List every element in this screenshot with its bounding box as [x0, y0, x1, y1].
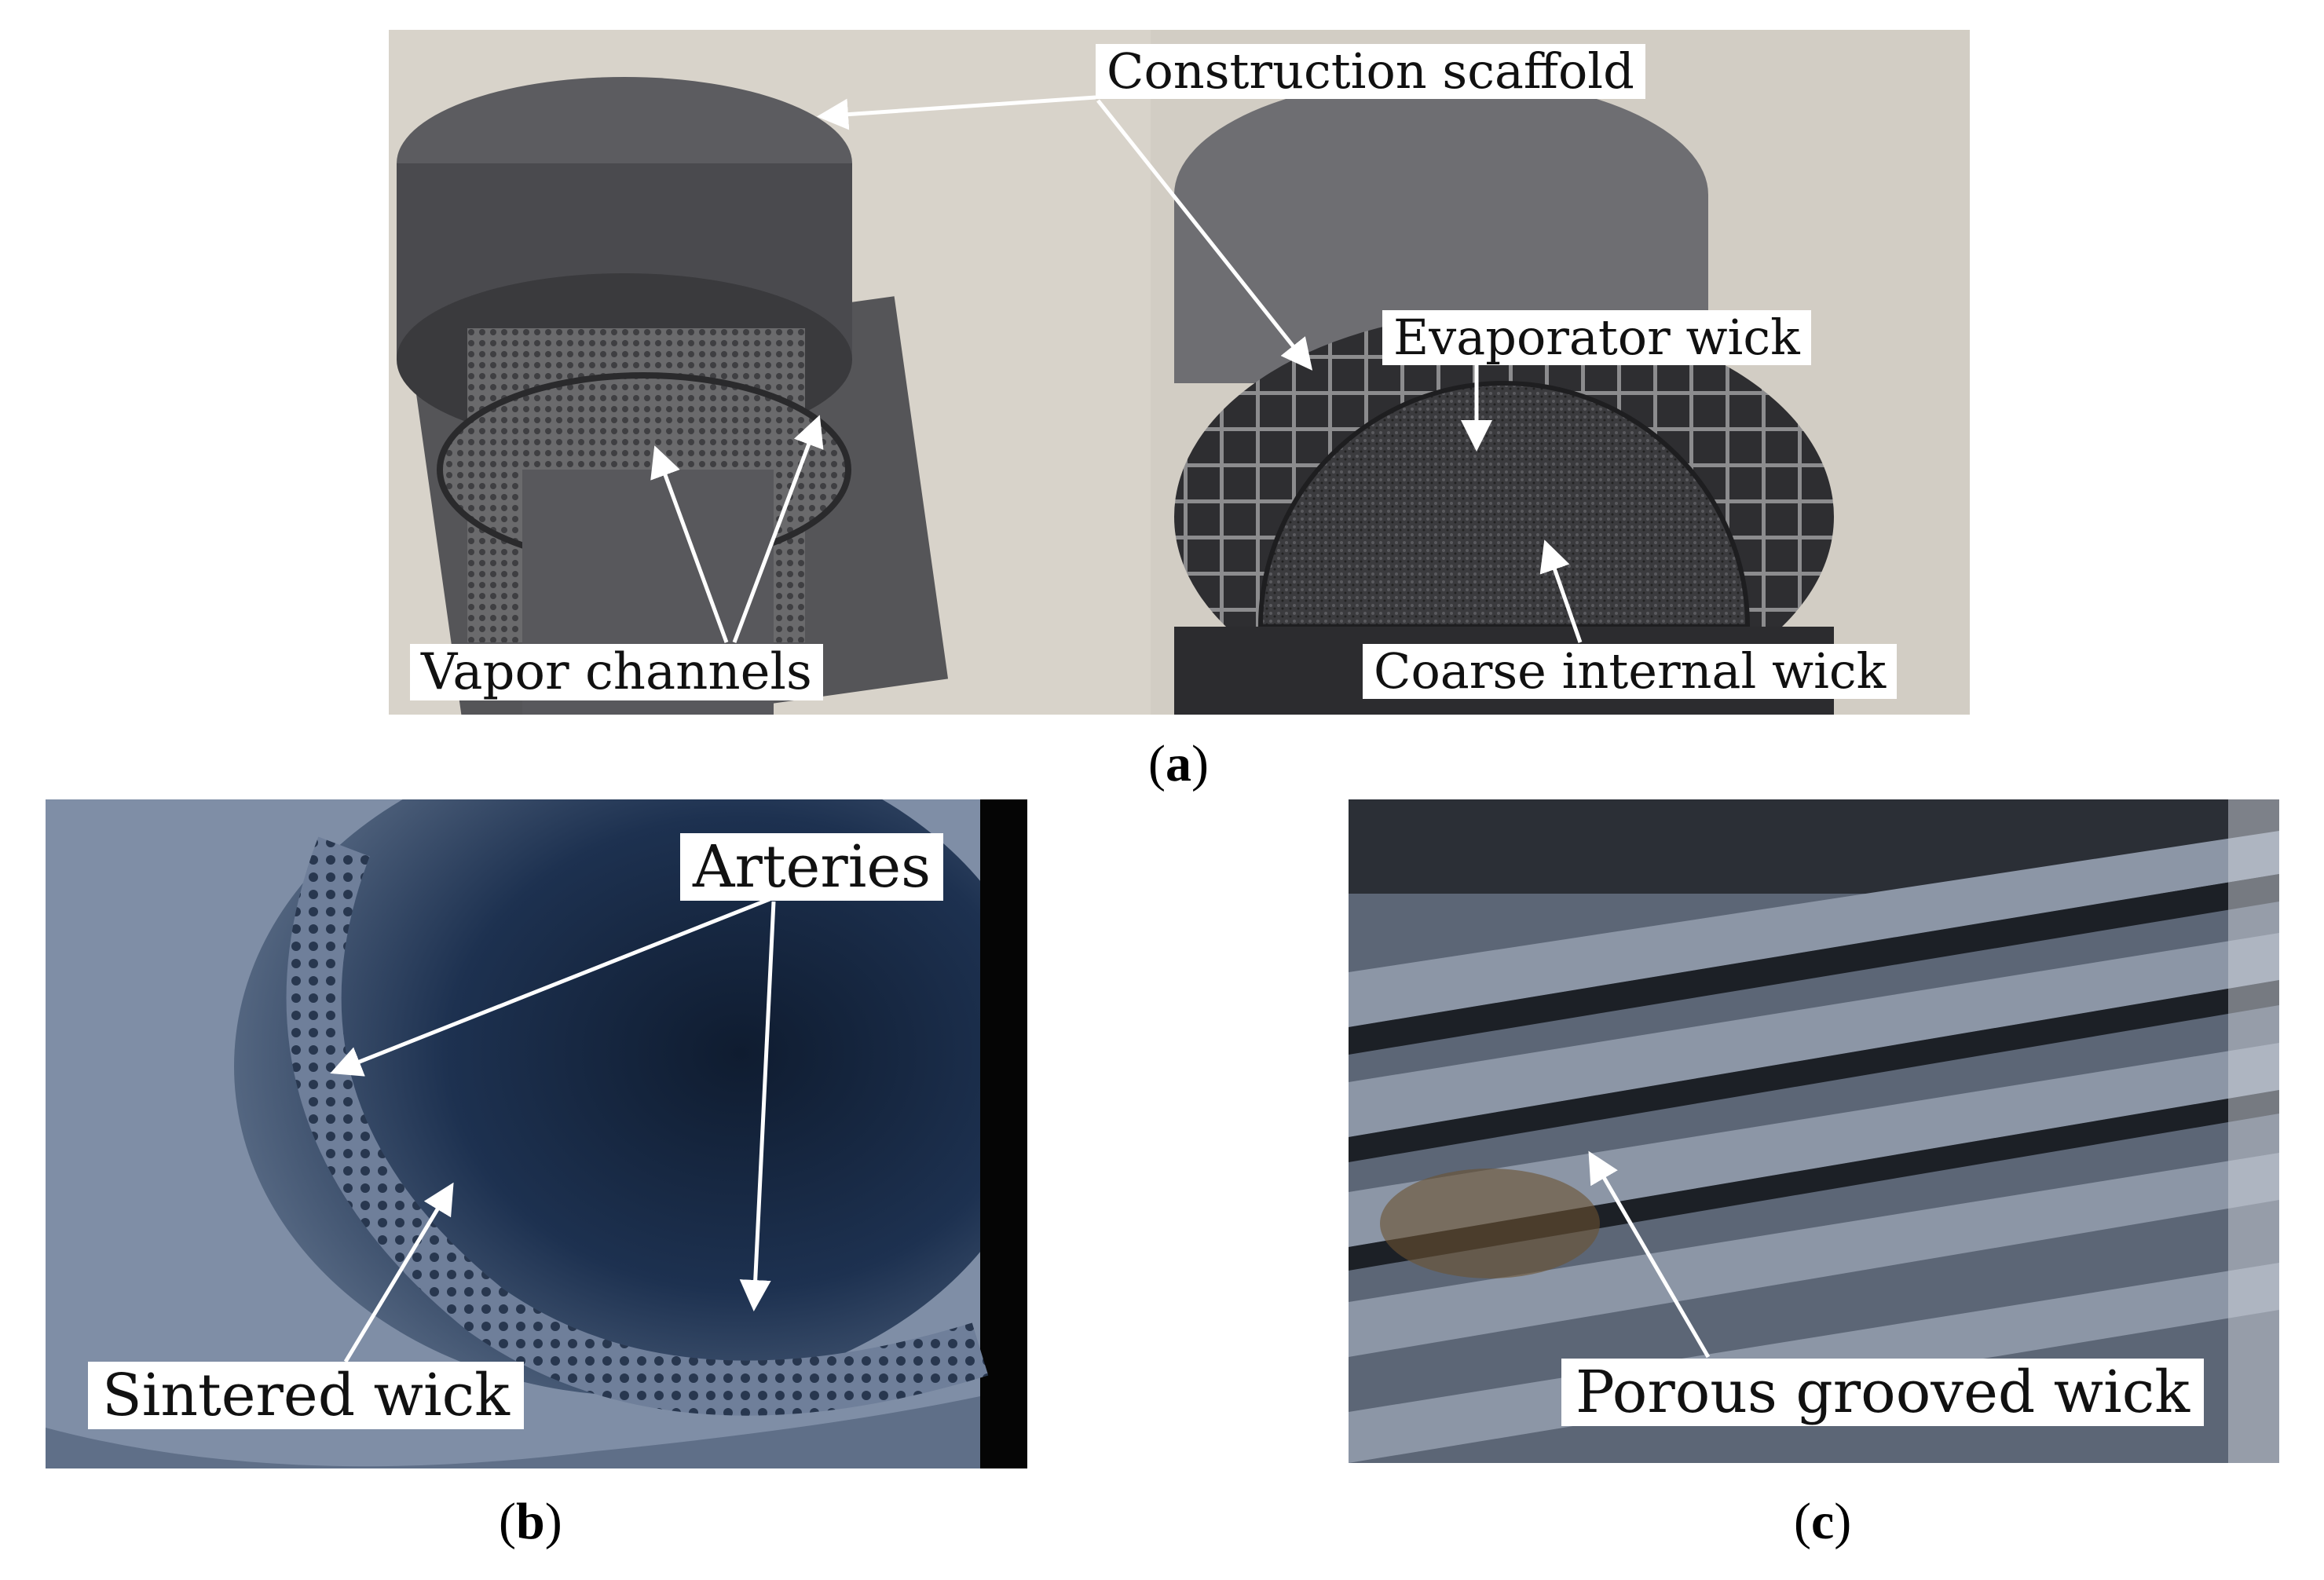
- caption-c: (c): [1794, 1493, 1852, 1550]
- label-evaporator-wick: Evaporator wick: [1382, 310, 1811, 365]
- label-porous-grooved-wick: Porous grooved wick: [1561, 1359, 2205, 1426]
- caption-a: (a): [1148, 735, 1209, 792]
- caption-b: (b): [499, 1493, 562, 1550]
- label-sintered-wick: Sintered wick: [88, 1362, 524, 1429]
- label-construction-scaffold: Construction scaffold: [1096, 44, 1645, 99]
- label-coarse-internal-wick: Coarse internal wick: [1363, 644, 1898, 699]
- panel-a-photo: [389, 30, 1970, 715]
- label-arteries: Arteries: [680, 833, 944, 901]
- label-vapor-channels: Vapor channels: [410, 644, 823, 700]
